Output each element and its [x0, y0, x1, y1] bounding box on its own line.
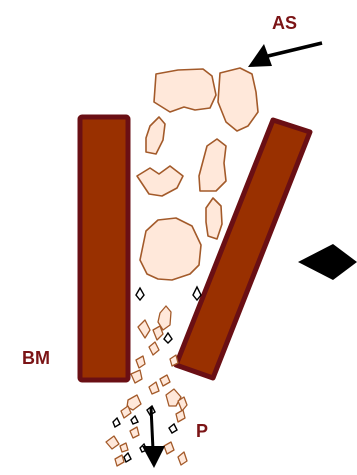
- chip: [160, 375, 170, 386]
- fixed-jaw-plate: [80, 117, 128, 380]
- particle: [136, 288, 144, 300]
- chip: [164, 442, 174, 454]
- label-bottom: P: [196, 422, 208, 440]
- chip: [115, 455, 124, 466]
- chip: [120, 443, 128, 452]
- rock-large: [218, 68, 258, 131]
- chip: [149, 382, 159, 394]
- rock-medium: [206, 198, 222, 239]
- chip: [176, 410, 185, 422]
- particle: [113, 418, 120, 427]
- chip: [106, 436, 119, 449]
- particle: [169, 424, 177, 433]
- rock-medium: [199, 139, 226, 191]
- chip: [136, 356, 145, 368]
- chip: [138, 320, 150, 338]
- rock-large: [154, 69, 216, 112]
- particle: [124, 453, 131, 462]
- double-arrow-icon: [298, 244, 357, 280]
- particle: [193, 287, 201, 300]
- chip: [131, 370, 142, 383]
- particle: [164, 333, 172, 343]
- arrow-down-left-icon: [248, 43, 322, 67]
- label-left: BM: [22, 349, 50, 367]
- label-top-right: AS: [272, 14, 297, 32]
- rock-large: [140, 218, 201, 280]
- chip: [130, 427, 139, 438]
- arrow-down-icon: [142, 407, 165, 468]
- chip: [178, 452, 187, 465]
- chip: [149, 342, 159, 355]
- rock-medium: [146, 117, 165, 154]
- rock-medium: [137, 166, 183, 196]
- particle: [131, 416, 138, 424]
